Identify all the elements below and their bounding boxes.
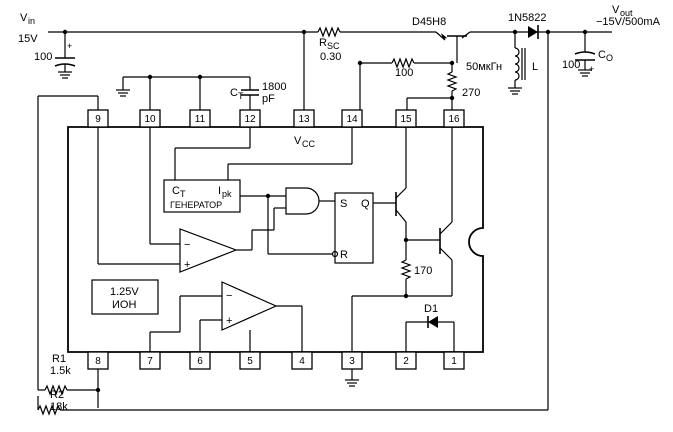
ff-r: R — [340, 249, 348, 261]
ct-label: C — [230, 87, 238, 99]
d45h8-transistor — [435, 31, 515, 63]
r270-resistor — [406, 60, 458, 110]
pin-7: 7 — [147, 356, 153, 367]
rsc-label: R — [319, 37, 327, 49]
co-sub: O — [606, 53, 613, 63]
vin-label: V — [20, 12, 28, 24]
transistor-label: D45H8 — [412, 16, 446, 28]
vcc-sub: CC — [302, 139, 315, 149]
vin-rail — [48, 29, 436, 35]
pin-4: 4 — [299, 356, 305, 367]
r270-value: 270 — [462, 87, 480, 99]
comp-plus: + — [184, 259, 190, 271]
vin-value: 15V — [18, 33, 38, 45]
d1-label: D1 — [424, 303, 438, 315]
reference-block — [91, 279, 159, 315]
pin-14: 14 — [346, 114, 358, 125]
r170-value: 170 — [414, 265, 432, 277]
vout-sub: out — [620, 8, 633, 18]
darlington-output — [351, 127, 453, 352]
ct-value-1: 1800 — [262, 81, 286, 93]
opamp — [149, 281, 303, 352]
diode-1n5822 — [515, 25, 612, 39]
pin-12: 12 — [244, 114, 256, 125]
osc-ct: C — [172, 185, 180, 197]
pin-5: 5 — [247, 356, 253, 367]
ct-sub: T — [238, 91, 244, 101]
diode-label: 1N5822 — [508, 12, 547, 24]
pin-9: 9 — [95, 114, 101, 125]
ct-value-2: pF — [262, 93, 275, 105]
vout-label: V — [612, 4, 620, 16]
ground-bus — [116, 74, 259, 110]
flip-flop — [334, 192, 396, 264]
feedback-divider — [37, 29, 551, 416]
oscillator-block — [163, 127, 353, 213]
input-cap-plus: + — [67, 41, 72, 51]
ref-value: 1.25V — [110, 286, 139, 298]
opamp-plus: + — [226, 315, 232, 327]
pin3-ground — [345, 368, 359, 387]
output-capacitor — [574, 32, 596, 77]
pin-13: 13 — [298, 114, 310, 125]
inductor-l — [508, 29, 526, 95]
pins-bottom: 8 7 6 5 4 3 2 1 — [87, 351, 465, 370]
r2-value: 18k — [50, 401, 68, 413]
comparator — [97, 127, 238, 273]
r1-label: R1 — [52, 353, 66, 365]
vout-value: −15V/500mA — [596, 16, 661, 28]
and-gate — [236, 187, 339, 258]
osc-ct-sub: T — [180, 189, 186, 199]
pins-top: 9 10 11 12 13 14 15 16 — [87, 109, 465, 128]
pin-11: 11 — [195, 114, 206, 125]
r100-value: 100 — [395, 67, 413, 79]
co-value: 100 — [562, 59, 580, 71]
vcc-label: V — [294, 135, 302, 147]
pin-2: 2 — [403, 356, 409, 367]
rsc-resistor — [317, 26, 341, 38]
inductor-value: 50мкГн — [466, 61, 502, 73]
pin-1: 1 — [451, 356, 457, 367]
rsc-value: 0.30 — [320, 51, 341, 63]
osc-ipk: I — [218, 185, 221, 197]
vin-sub: in — [28, 16, 35, 26]
pin-15: 15 — [400, 114, 412, 125]
co-plus: + — [589, 64, 594, 74]
inductor-label: L — [532, 61, 538, 73]
d1-diode — [405, 316, 455, 352]
rsc-sub: SC — [327, 41, 340, 51]
osc-ipk-sub: pk — [222, 189, 232, 199]
pin-8: 8 — [95, 356, 101, 367]
co-label: C — [598, 49, 606, 61]
input-capacitor — [54, 32, 76, 79]
r2-label: R2 — [50, 389, 64, 401]
pin-6: 6 — [197, 356, 203, 367]
ref-name: ИОН — [112, 299, 136, 311]
comp-minus: − — [184, 239, 190, 251]
pin-16: 16 — [448, 114, 460, 125]
pin-10: 10 — [144, 114, 156, 125]
input-cap-value: 100 — [34, 51, 52, 63]
sense-network — [357, 57, 452, 110]
ff-s: S — [340, 198, 347, 210]
opamp-minus: − — [226, 290, 232, 302]
ff-q: Q — [361, 198, 370, 210]
r1-value: 1.5k — [50, 365, 71, 377]
osc-name: ГЕНЕРАТОР — [170, 200, 222, 210]
pin-3: 3 — [349, 356, 355, 367]
